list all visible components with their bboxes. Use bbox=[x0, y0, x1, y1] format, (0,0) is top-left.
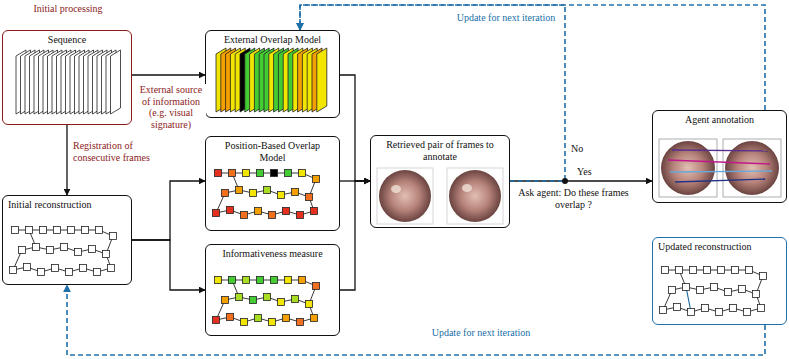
edge-label: No bbox=[570, 143, 602, 155]
flow-arrow bbox=[510, 180, 652, 181]
node-title: Retrieved pair of frames to annotate bbox=[376, 139, 504, 162]
flow-arrow bbox=[66, 125, 67, 195]
node-title: Initial reconstruction bbox=[8, 199, 92, 211]
graph-figure bbox=[213, 170, 320, 219]
output-box: Updated reconstruction bbox=[652, 237, 787, 325]
node-title: External Overlap Model bbox=[224, 34, 321, 46]
graph-figure bbox=[213, 277, 320, 326]
node-title: Position-Based Overlap Model bbox=[211, 140, 334, 163]
edge-label: Yes bbox=[576, 166, 608, 178]
feedback-arrow bbox=[300, 5, 765, 110]
model-box: Informativeness measure bbox=[205, 244, 340, 336]
edge-label: Registration of consecutive frames bbox=[72, 140, 174, 163]
graph-figure bbox=[660, 267, 767, 316]
flow-arrow bbox=[340, 75, 370, 181]
frame-image-pair bbox=[377, 168, 503, 224]
node-title: Agent annotation bbox=[685, 114, 754, 126]
annotation-box: Agent annotation bbox=[652, 110, 787, 203]
flow-arrow bbox=[132, 181, 205, 240]
flow-arrow bbox=[340, 181, 370, 290]
edge-label: External source of information (e.g. vis… bbox=[136, 84, 206, 130]
model-box: Position-Based Overlap Model bbox=[205, 136, 340, 231]
flow-arrow bbox=[132, 74, 205, 75]
edge-label: Update for next iteration bbox=[430, 327, 532, 339]
flow-arrow bbox=[132, 240, 205, 290]
model-box: External Overlap Model bbox=[205, 30, 340, 118]
feedback-arrow bbox=[67, 285, 765, 355]
edge-label: Update for next iteration bbox=[455, 12, 557, 24]
node-title: Sequence bbox=[48, 34, 86, 46]
question-note: Ask agent: Do these frames overlap ? bbox=[515, 187, 632, 210]
node-title: Updated reconstruction bbox=[658, 241, 752, 253]
node-title: Informativeness measure bbox=[222, 248, 322, 260]
frame-stack bbox=[16, 50, 121, 114]
query-box: Retrieved pair of frames to annotate bbox=[370, 135, 510, 228]
graph-figure bbox=[10, 227, 117, 276]
input-box: Sequence bbox=[2, 30, 132, 125]
annotated-frame-pair bbox=[659, 139, 781, 197]
colored-frame-stack bbox=[216, 48, 327, 112]
junction-dot bbox=[562, 178, 568, 184]
section-heading: Initial processing bbox=[22, 3, 114, 15]
process-box: Initial reconstruction bbox=[2, 195, 132, 285]
